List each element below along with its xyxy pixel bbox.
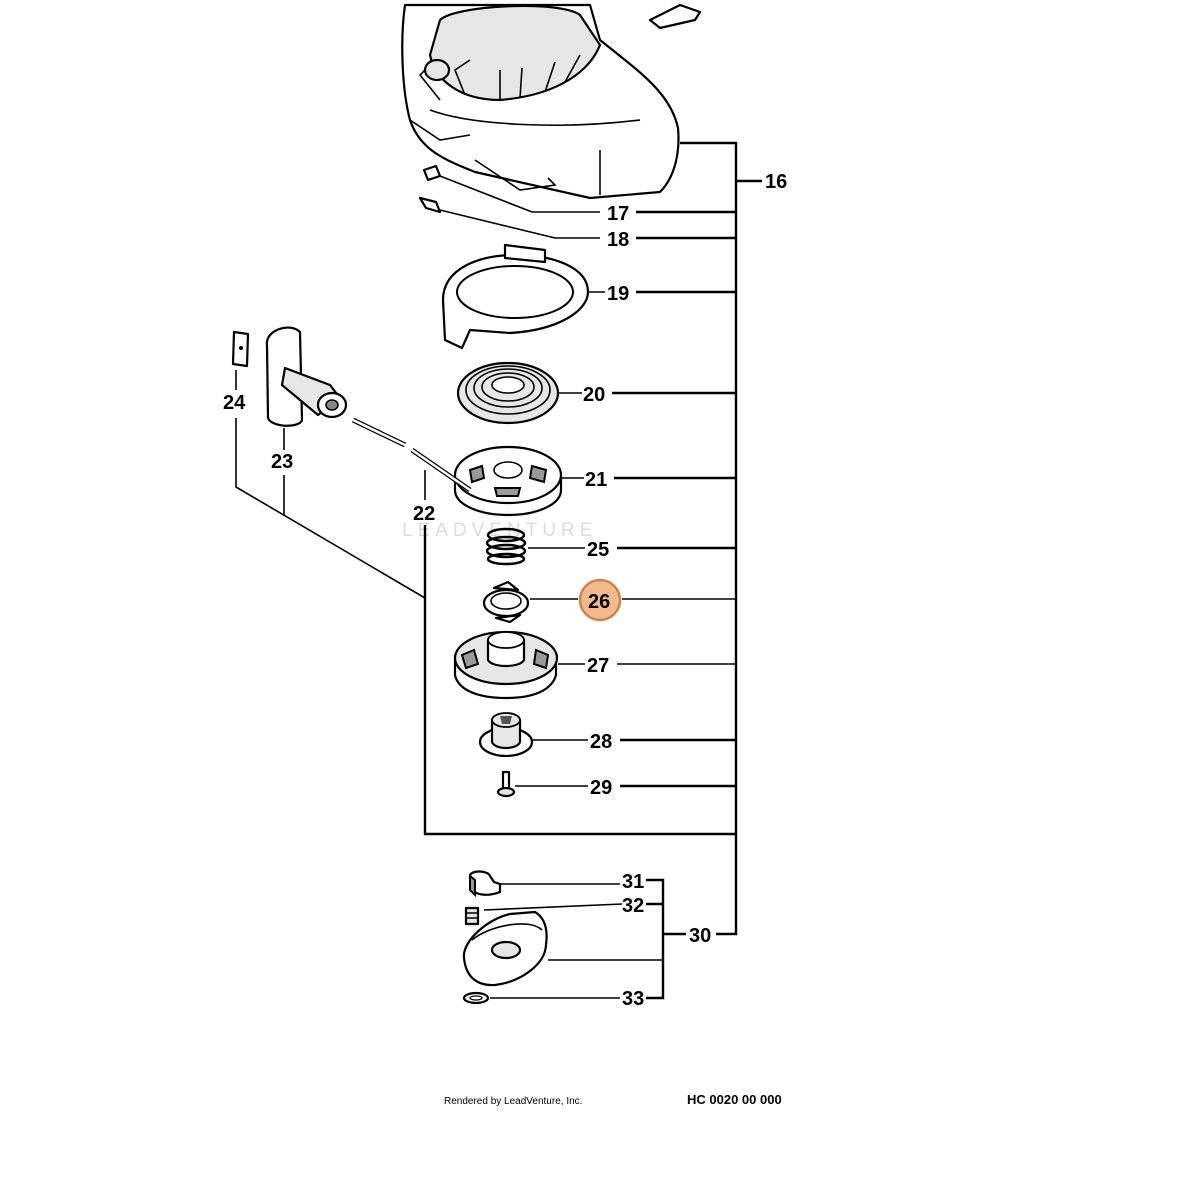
part-27-starter-cup[interactable]: [453, 630, 559, 700]
callout-16[interactable]: 16: [765, 171, 787, 193]
leader-lines: [235, 141, 762, 1000]
callout-29[interactable]: 29: [590, 777, 612, 799]
svg-text:26: 26: [588, 591, 610, 613]
callout-32[interactable]: 32: [622, 895, 644, 917]
part-20-rewind-spring[interactable]: [456, 361, 560, 425]
part-30-lower-housing[interactable]: [462, 910, 548, 987]
svg-text:19: 19: [607, 283, 629, 305]
svg-text:27: 27: [587, 655, 609, 677]
svg-text:17: 17: [607, 203, 629, 225]
part-21-rope-pulley[interactable]: [453, 445, 563, 517]
svg-text:22: 22: [413, 503, 435, 525]
callout-labels: 16 17 18 19 20 21 22 23 24 25 26 27 28 2…: [223, 171, 787, 1010]
svg-text:29: 29: [590, 777, 612, 799]
callout-24[interactable]: 24: [223, 392, 246, 414]
callout-19[interactable]: 19: [607, 283, 629, 305]
callout-18[interactable]: 18: [607, 229, 629, 251]
part-28-hub[interactable]: [478, 712, 534, 758]
highlight-circle: [578, 578, 622, 622]
part-31-knob[interactable]: [468, 870, 502, 898]
callout-21[interactable]: 21: [585, 469, 607, 491]
part-22-starter-rope[interactable]: [351, 417, 472, 493]
svg-text:25: 25: [587, 539, 609, 561]
part-19-rope-guide[interactable]: [441, 243, 590, 350]
svg-text:33: 33: [622, 988, 644, 1010]
part-32-plunger[interactable]: [464, 906, 480, 926]
part-25-spring[interactable]: [485, 527, 527, 566]
callout-26-highlighted[interactable]: 26: [578, 578, 622, 622]
svg-text:32: 32: [622, 895, 644, 917]
part-26-ratchet-ring[interactable]: [482, 580, 530, 624]
part-17-clip[interactable]: [422, 164, 442, 182]
part-18-pin[interactable]: [418, 196, 442, 214]
callout-17[interactable]: 17: [607, 203, 629, 225]
callout-25[interactable]: 25: [587, 539, 609, 561]
footer-diagram-code: HC 0020 00 000: [687, 1092, 782, 1107]
svg-text:18: 18: [607, 229, 629, 251]
callout-22[interactable]: 22: [413, 503, 435, 525]
svg-text:31: 31: [622, 871, 644, 893]
part-23-starter-grip[interactable]: [265, 326, 348, 427]
svg-text:16: 16: [765, 171, 787, 193]
callout-20[interactable]: 20: [583, 384, 605, 406]
callout-28[interactable]: 28: [590, 731, 612, 753]
svg-text:24: 24: [223, 392, 246, 414]
part-24-tag[interactable]: [231, 330, 250, 368]
callout-27[interactable]: 27: [587, 655, 609, 677]
callout-33[interactable]: 33: [622, 988, 644, 1010]
part-33-circlip[interactable]: [462, 991, 490, 1005]
svg-text:20: 20: [583, 384, 605, 406]
callout-30[interactable]: 30: [689, 925, 711, 947]
svg-text:23: 23: [271, 451, 293, 473]
part-16-fan-housing[interactable]: [401, 3, 702, 200]
callout-23[interactable]: 23: [271, 451, 293, 473]
svg-text:28: 28: [590, 731, 612, 753]
callout-31[interactable]: 31: [622, 871, 644, 893]
part-29-screw[interactable]: [496, 770, 516, 798]
svg-text:30: 30: [689, 925, 711, 947]
svg-text:21: 21: [585, 469, 607, 491]
footer-credit: Rendered by LeadVenture, Inc.: [444, 1096, 582, 1107]
